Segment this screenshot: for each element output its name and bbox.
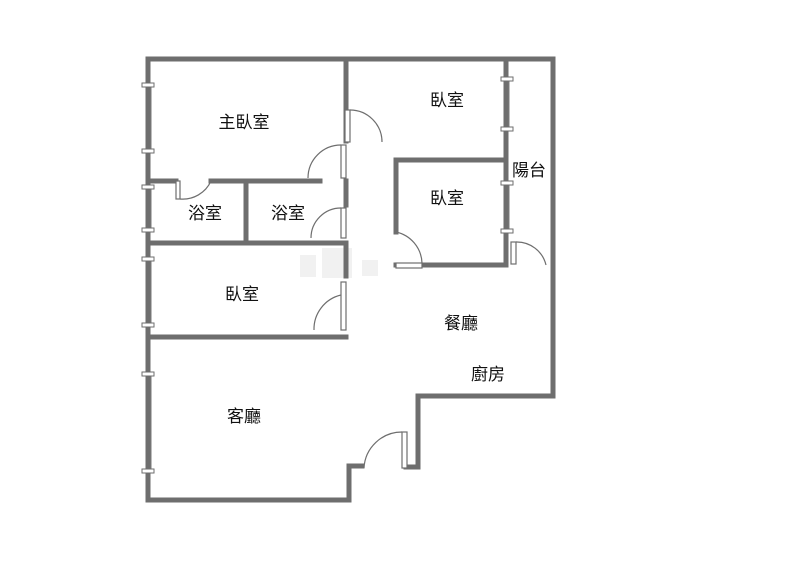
room-label-bedroom-left: 臥室 xyxy=(225,285,259,305)
door-bedroom-top xyxy=(344,109,383,143)
window-mark xyxy=(141,148,155,154)
room-label-balcony: 陽台 xyxy=(512,161,546,181)
room-label-master-bedroom: 主臥室 xyxy=(219,113,270,133)
room-label-bedroom-top: 臥室 xyxy=(430,91,464,111)
window-mark xyxy=(500,228,514,234)
room-label-bedroom-middle: 臥室 xyxy=(430,189,464,209)
window-mark xyxy=(500,180,514,186)
door-balcony xyxy=(510,241,547,266)
room-label-kitchen: 廚房 xyxy=(471,364,505,385)
window-mark xyxy=(500,126,514,132)
room-label-bath-left: 浴室 xyxy=(188,204,222,224)
walls xyxy=(145,56,556,503)
door-master-bedroom xyxy=(307,144,347,179)
room-labels: 主臥室 臥室 陽台 浴室 浴室 臥室 臥室 餐廳 廚房 客廳 xyxy=(188,91,546,427)
door-entrance xyxy=(363,431,408,469)
door-bath-left xyxy=(175,180,212,200)
doors xyxy=(175,109,547,469)
room-label-bath-right: 浴室 xyxy=(271,204,305,224)
room-label-living: 客廳 xyxy=(227,407,261,427)
door-bedroom-middle xyxy=(395,231,423,269)
window-mark xyxy=(141,82,155,88)
window-mark xyxy=(141,322,155,328)
window-mark xyxy=(141,256,155,262)
room-label-dining: 餐廳 xyxy=(444,314,478,334)
door-bedroom-left xyxy=(313,281,347,331)
window-mark xyxy=(141,227,155,233)
window-mark xyxy=(500,76,514,82)
windows xyxy=(141,76,514,474)
watermark xyxy=(300,248,378,278)
window-mark xyxy=(141,371,155,377)
window-mark xyxy=(141,468,155,474)
window-mark xyxy=(141,184,155,190)
door-bath-right xyxy=(310,207,347,239)
